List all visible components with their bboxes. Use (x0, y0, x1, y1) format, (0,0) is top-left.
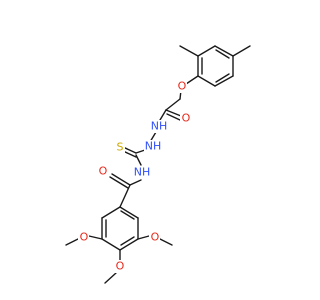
amide-nh-label: NH (134, 166, 151, 179)
dimethylphenyl-ring (197, 45, 234, 87)
methoxy-oxygen-middle: O (114, 260, 125, 273)
ether-oxygen: O (176, 80, 187, 93)
amide-oxygen-label: O (99, 165, 108, 178)
methoxy-middle-oxygen-label: O (116, 260, 125, 273)
hydrazide-nh-1: NH (150, 120, 168, 133)
molecule-diagram: O O NH NH S NH O O (65, 45, 251, 284)
methoxy-oxygen-right: O (149, 231, 160, 244)
amide-nh: NH (133, 166, 151, 179)
atom-labels: O O NH NH S NH O O (78, 80, 191, 273)
hydrazide-nh-2: NH (144, 140, 162, 153)
amide-group (109, 173, 131, 208)
amide-carbonyl-oxygen: O (97, 165, 108, 178)
hydrazide-carbonyl-oxygen: O (180, 112, 191, 125)
thio-sulfur: S (114, 141, 125, 154)
sulfur-label: S (117, 141, 124, 154)
ether-oxygen-label: O (178, 80, 187, 93)
methoxy-right-oxygen-label: O (151, 231, 160, 244)
methoxy-oxygen-left: O (78, 231, 89, 244)
oxyacetyl-hydrazide-chain (135, 75, 199, 154)
methoxy-left-oxygen-label: O (80, 231, 89, 244)
hydrazide-nh1-label: NH (151, 120, 168, 133)
trimethoxyphenyl-ring (101, 206, 139, 251)
methoxy-groups (65, 235, 173, 284)
hydrazide-nh2-label: NH (145, 140, 162, 153)
hydrazide-oxygen-label: O (182, 112, 191, 125)
molecule-structure: O O NH NH S NH O O (65, 45, 251, 284)
methyl-groups (179, 45, 251, 57)
thiourea-group (122, 146, 142, 186)
